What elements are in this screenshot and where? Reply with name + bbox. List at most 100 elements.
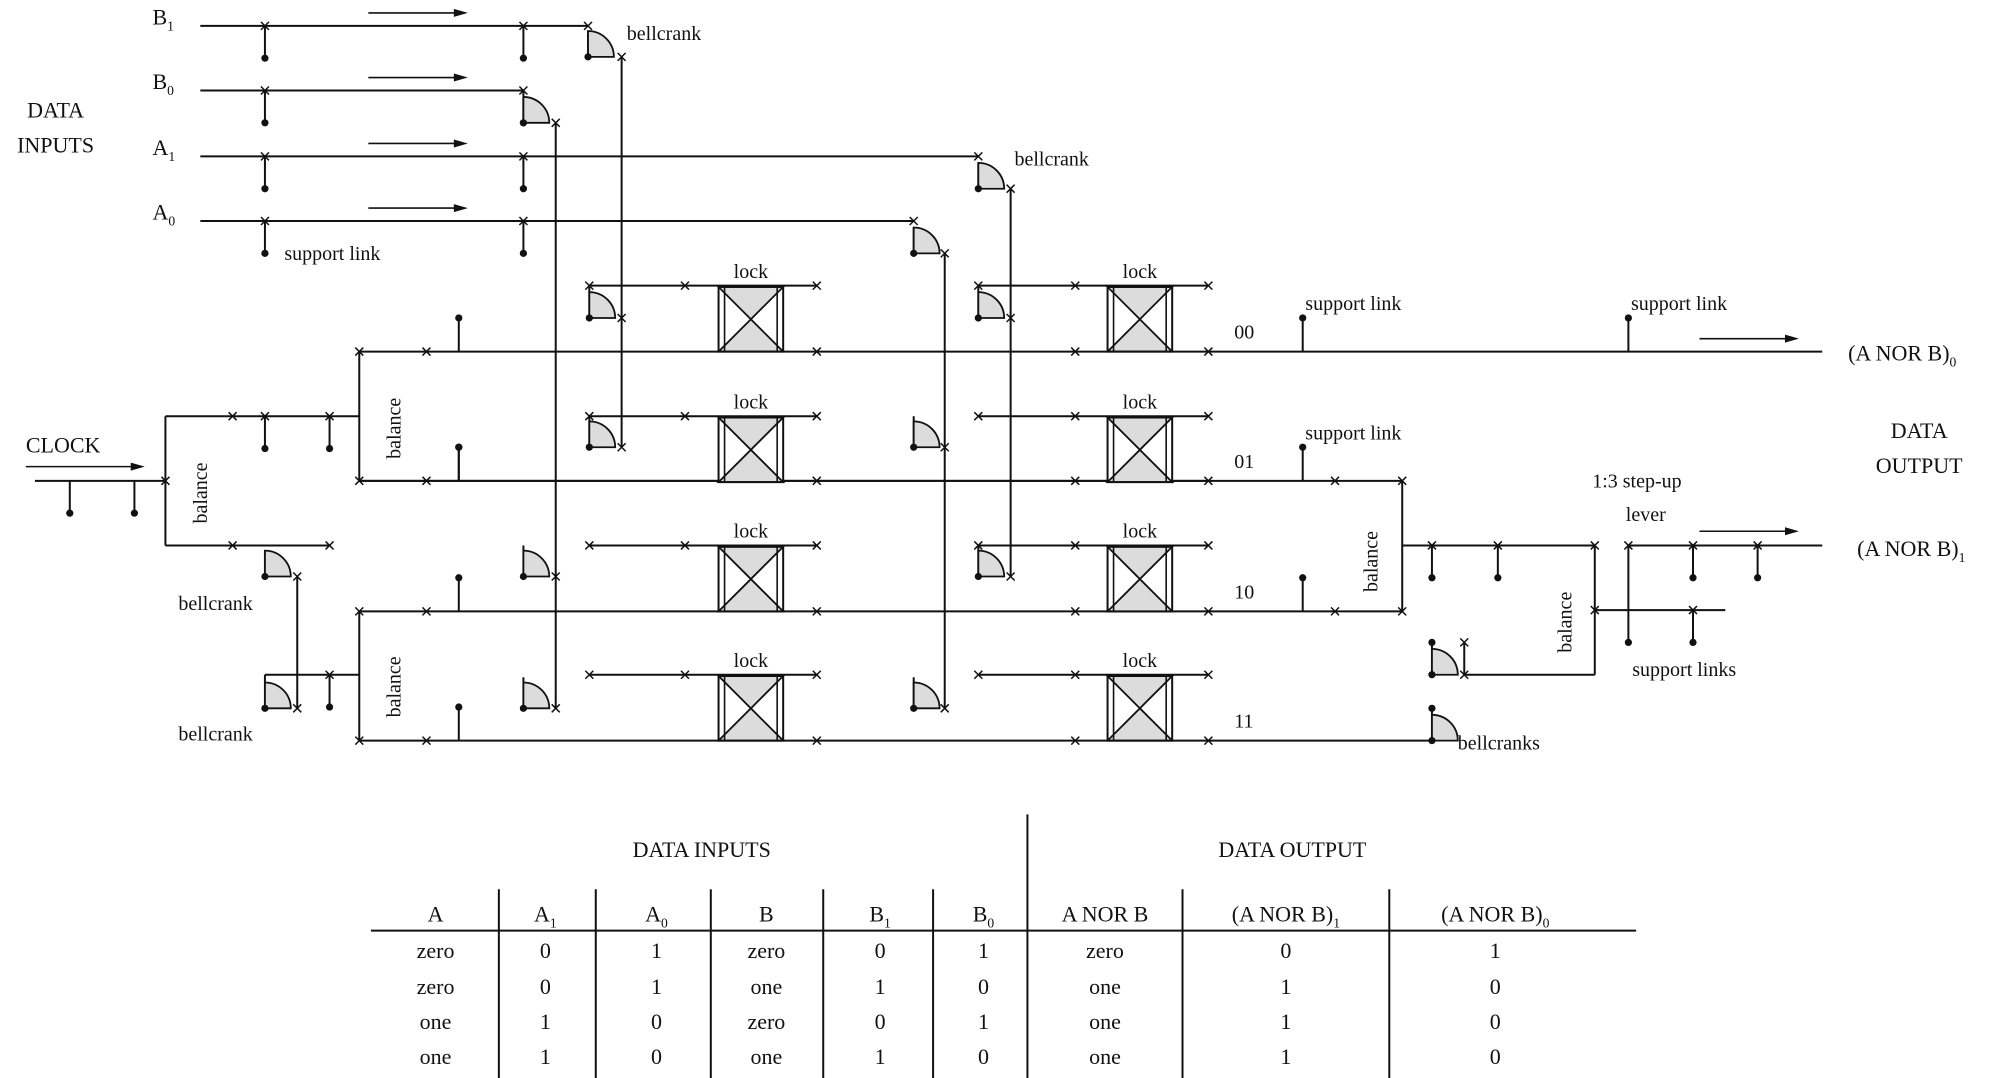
pivot-x-mark bbox=[1070, 347, 1080, 357]
pivot-stroke bbox=[551, 571, 561, 582]
table-cell: 1 bbox=[875, 1044, 886, 1069]
table-cell: 0 bbox=[978, 1044, 989, 1069]
input-label-b1: B1 bbox=[152, 5, 174, 34]
pivot-stroke bbox=[1688, 605, 1698, 615]
bellcrank-pivot bbox=[519, 119, 528, 127]
bellcrank-pivot bbox=[910, 443, 918, 451]
balance-label-lower: balance bbox=[384, 656, 406, 717]
table-header-5: B0 bbox=[973, 902, 995, 931]
pivot-x-mark bbox=[228, 540, 238, 550]
pivot-stroke bbox=[973, 411, 983, 421]
support-link-anchor bbox=[519, 185, 528, 193]
lock-label-right-2: lock bbox=[1123, 521, 1157, 543]
pivot-x-mark bbox=[551, 703, 561, 713]
arrow-head bbox=[453, 139, 468, 148]
lock-label-right-3: lock bbox=[1123, 650, 1157, 672]
support-link-anchor bbox=[261, 249, 269, 257]
pivot-x-mark bbox=[1688, 540, 1698, 550]
row-code-01: 01 bbox=[1234, 451, 1254, 473]
bellcrank-label-left-upper: bellcrank bbox=[178, 593, 252, 615]
bellcrank-quadrant bbox=[522, 549, 551, 578]
lock-lower-wedge bbox=[716, 577, 786, 613]
table-cell: 1 bbox=[540, 1044, 551, 1069]
pivot-x-mark bbox=[518, 151, 528, 161]
arrow-head bbox=[453, 8, 468, 17]
pivot-stroke bbox=[354, 476, 364, 486]
table-cell: 0 bbox=[651, 1044, 662, 1069]
support-link-anchor bbox=[455, 314, 463, 322]
pivot-stroke bbox=[1203, 347, 1213, 357]
pivot-x-mark bbox=[1397, 476, 1407, 486]
support-links-label: support links bbox=[1632, 659, 1736, 681]
pivot-x-mark bbox=[680, 411, 690, 421]
pivot-stroke bbox=[940, 442, 950, 452]
pivot-x-mark bbox=[812, 347, 822, 357]
lock-frame bbox=[1106, 545, 1174, 613]
pivot-stroke bbox=[325, 411, 335, 421]
support-link-anchor bbox=[519, 54, 528, 62]
pivot-stroke bbox=[812, 540, 822, 550]
bellcrank-quadrant bbox=[587, 30, 615, 58]
pivot-stroke bbox=[973, 151, 983, 161]
pivot-stroke bbox=[421, 606, 432, 616]
lock-mechanism bbox=[716, 545, 786, 613]
input-label-a0: A0 bbox=[152, 200, 175, 229]
bellcrank-quadrant bbox=[588, 420, 617, 449]
arrow-head bbox=[453, 73, 468, 82]
table-cell: 0 bbox=[651, 1009, 662, 1034]
lock-lower-wedge bbox=[716, 317, 786, 353]
support-link-anchor bbox=[261, 54, 269, 62]
support-link-anchor bbox=[1299, 443, 1307, 451]
pivot-stroke bbox=[812, 281, 822, 291]
bellcrank-quadrant bbox=[264, 549, 292, 578]
support-link-anchor bbox=[1689, 574, 1697, 582]
table-cell: 0 bbox=[540, 938, 551, 963]
table-header-4: B1 bbox=[869, 902, 891, 931]
pivot-x-mark bbox=[1070, 281, 1080, 291]
lock-lower-wedge bbox=[1105, 707, 1175, 742]
pivot-stroke bbox=[1203, 281, 1213, 291]
table-cell: one bbox=[750, 974, 782, 999]
table-cell: one bbox=[1089, 1044, 1121, 1069]
pivot-stroke bbox=[909, 216, 919, 226]
lock-label-left-2: lock bbox=[734, 521, 768, 543]
pivot-stroke bbox=[228, 411, 238, 421]
support-link-label-01: support link bbox=[1305, 422, 1401, 444]
bellcrank-pivot bbox=[1428, 671, 1436, 679]
clock-motion-arrow bbox=[25, 462, 145, 471]
bellcrank-label-a1: bellcrank bbox=[1015, 148, 1089, 170]
pivot-stroke bbox=[812, 476, 822, 486]
arrow-head bbox=[453, 204, 468, 213]
pivot-x-mark bbox=[940, 248, 950, 258]
lock-lower-wedge bbox=[1105, 317, 1175, 353]
support-link-anchor bbox=[1624, 314, 1632, 322]
table-cell: 1 bbox=[1280, 974, 1291, 999]
table-group-output: DATA OUTPUT bbox=[1218, 837, 1367, 862]
pivot-stroke bbox=[973, 281, 983, 291]
pivot-x-mark bbox=[973, 411, 983, 421]
pivot-x-mark bbox=[551, 571, 561, 582]
bellcrank-pivot bbox=[261, 572, 269, 581]
balance-label-final: balance bbox=[1555, 592, 1577, 653]
support-link-anchor bbox=[1494, 574, 1502, 582]
pivot-stroke bbox=[1753, 540, 1763, 550]
pivot-stroke bbox=[1070, 411, 1080, 421]
pivot-stroke bbox=[583, 21, 593, 31]
pivot-x-mark bbox=[354, 347, 364, 357]
bellcrank-pivot bbox=[974, 314, 982, 322]
pivot-x-mark bbox=[325, 411, 335, 421]
table-cell: 0 bbox=[875, 1009, 886, 1034]
lock-label-left-0: lock bbox=[734, 261, 768, 283]
table-cell: 1 bbox=[875, 974, 886, 999]
lock-frame bbox=[1106, 675, 1174, 742]
pivot-stroke bbox=[584, 670, 594, 680]
pivot-x-mark bbox=[1006, 184, 1016, 194]
pivot-stroke bbox=[1397, 606, 1407, 616]
pivot-x-mark bbox=[1330, 606, 1340, 616]
pivot-stroke bbox=[518, 151, 528, 161]
pivot-stroke bbox=[584, 411, 594, 421]
pivot-x-mark bbox=[421, 347, 432, 357]
pivot-stroke bbox=[1688, 540, 1698, 550]
pivot-x-mark bbox=[421, 476, 432, 486]
